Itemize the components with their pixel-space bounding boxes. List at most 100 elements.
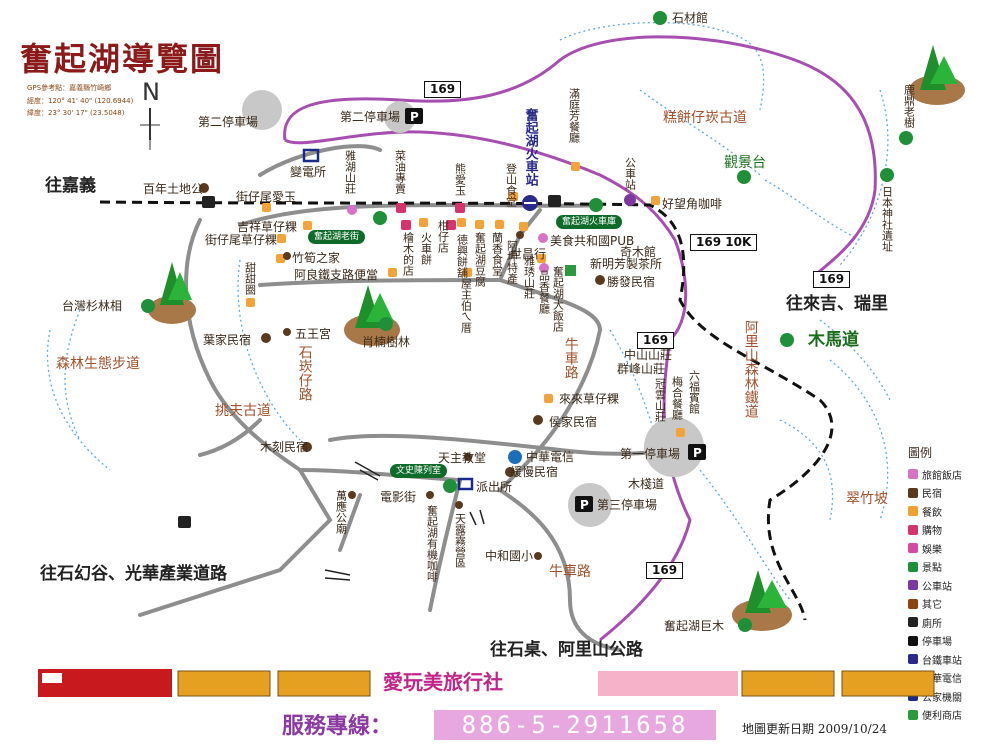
old-street-tag[interactable]: 奮起湖老街 (308, 230, 366, 244)
place-parking2-west[interactable]: 第二停車場 (198, 115, 259, 129)
place-yuanman-minsu[interactable]: 緩慢民宿 (510, 465, 559, 479)
place-parking3[interactable]: 第三停車場 (597, 498, 658, 512)
place-grocery[interactable]: 柑仔店 (436, 220, 450, 253)
place-parking2-east[interactable]: 第二停車場 (340, 110, 401, 124)
place-forest-trail[interactable]: 森林生態步道 (56, 356, 140, 372)
place-shrine-ruins[interactable]: 日本神社遺址 (880, 186, 894, 252)
place-jiewei-caoguo[interactable]: 街仔尾草仔粿 (205, 233, 278, 247)
svg-text:P: P (580, 498, 589, 512)
place-boardwalk[interactable]: 木棧道 (628, 477, 665, 491)
place-bamboo-house[interactable]: 竹筍之家 (292, 251, 341, 265)
place-yaxiu-villa[interactable]: 雅琇山莊 (522, 255, 536, 299)
place-aiyu[interactable]: 街仔尾愛玉 (236, 190, 297, 204)
place-campground[interactable]: 天露霧營區 (453, 513, 467, 568)
place-meishi-pub[interactable]: 美食共和國PUB (550, 234, 635, 248)
place-yejia-minsu[interactable]: 葉家民宿 (203, 333, 252, 347)
legend-label: 中華電信 (922, 674, 962, 686)
place-grand-hotel[interactable]: 奮起湖大飯店 (551, 266, 565, 332)
place-train-cake[interactable]: 火車餅 (419, 232, 433, 265)
place-parking1[interactable]: 第一停車場 (620, 447, 681, 461)
place-jixiang[interactable]: 吉祥草仔粿 (237, 220, 298, 234)
place-meihe-restaurant[interactable]: 梅合餐廳 (670, 376, 684, 420)
legend-label: 公車站 (922, 581, 952, 593)
highway-169-badge: 169 (813, 271, 851, 288)
place-luding-tree[interactable]: 鹿鼎老樹 (902, 84, 916, 128)
place-wuwang-temple[interactable]: 五王宮 (295, 327, 332, 341)
place-viewpoint[interactable]: 觀景台 (724, 155, 766, 171)
place-tofu[interactable]: 奮起湖豆腐 (473, 232, 487, 287)
place-houjia-minsu[interactable]: 侯家民宿 (549, 415, 598, 429)
place-stone-path[interactable]: 石崁仔路 (296, 345, 313, 401)
place-qimuguan[interactable]: 奇木館 (620, 245, 657, 259)
place-cypress-shop[interactable]: 檜木的店 (401, 232, 415, 276)
parking-zone (644, 417, 704, 477)
place-landlord-house[interactable]: 屋主伯ㄟ厝 (459, 278, 473, 333)
place-lanxiang-diner[interactable]: 蘭香食堂 (490, 232, 504, 276)
place-stone-museum[interactable]: 石材館 (672, 11, 709, 25)
place-catholic-church[interactable]: 天主教堂 (438, 451, 487, 465)
place-bus-stop[interactable]: 公車站 (623, 157, 637, 190)
legend-label: 景點 (922, 563, 942, 575)
place-taiwan-cedar[interactable]: 台灣杉林相 (62, 299, 123, 313)
place-wood-carving-minsu[interactable]: 木刻民宿 (260, 440, 309, 454)
legend-label: 旅館飯店 (922, 470, 962, 482)
place-wanying-temple[interactable]: 萬應公廟 (334, 490, 348, 534)
place-xiaonan-forest[interactable]: 肖楠樹林 (362, 335, 411, 349)
north-indicator: N (142, 78, 160, 106)
scenic-icon (141, 11, 913, 632)
legend-swatch-icon (908, 524, 918, 535)
direction-laiji[interactable]: 往來吉、瑞里 (786, 294, 888, 314)
highway-169-10k-badge: 169 10K (690, 234, 758, 251)
place-dexing-bakery[interactable]: 德興餅舖 (455, 234, 469, 278)
place-tudigong[interactable]: 百年土地公 (143, 182, 204, 196)
place-yahu-villa[interactable]: 雅湖山莊 (343, 150, 357, 194)
place-caiyou-shop[interactable]: 菜油專賣 (393, 150, 407, 194)
place-akun-specialty[interactable]: 阿坤特產 (505, 240, 519, 284)
direction-shihuan[interactable]: 往石幻谷、光華產業道路 (40, 564, 227, 584)
place-manting-restaurant[interactable]: 滿庭芳餐廳 (567, 88, 581, 143)
place-substation[interactable]: 變電所 (290, 165, 327, 179)
place-ox-cart-road-south[interactable]: 牛車路 (549, 564, 591, 580)
map-legend: 圖例 旅館飯店民宿餐飲購物娛樂景點公車站其它廁所停車場台鐵車站中華電信公家機關便… (908, 447, 990, 724)
place-wooden-horse-trail[interactable]: 木馬道 (808, 330, 859, 350)
place-porter-trail[interactable]: 挑夫古道 (215, 403, 271, 419)
place-xinming-tea[interactable]: 新明芳製茶所 (590, 257, 663, 271)
place-donut[interactable]: 甜甜圈 (243, 262, 257, 295)
place-laolai[interactable]: 來來草仔粿 (559, 392, 620, 406)
direction-chiayi[interactable]: 往嘉義 (45, 176, 96, 196)
telecom-icon (508, 450, 522, 464)
place-pinxiang-restaurant[interactable]: 品香餐廳 (537, 270, 551, 314)
direction-shizhuo[interactable]: 往石桌、阿里山公路 (490, 640, 643, 660)
legend-item: 台鐵車站 (908, 650, 990, 669)
place-giant-tree[interactable]: 奮起湖巨木 (664, 619, 725, 633)
place-gaobing-trail[interactable]: 糕餅仔崁古道 (663, 110, 747, 126)
place-organic-coffee[interactable]: 奮起湖有機咖啡 (425, 505, 439, 582)
place-haowangjiao[interactable]: 好望角咖啡 (662, 197, 723, 211)
place-railway-station[interactable]: 奮起湖火車站 (522, 108, 538, 186)
place-zhongshan-villa[interactable]: 中山山莊 (624, 348, 673, 362)
place-guanyun-villa[interactable]: 冠雲山莊 (653, 378, 667, 422)
place-liufu-hotel[interactable]: 六福賓館 (687, 370, 701, 414)
place-qunfeng-villa[interactable]: 群峰山莊 (617, 362, 666, 376)
depot-tag[interactable]: 奮起湖火車庫 (556, 215, 623, 229)
place-police[interactable]: 派出所 (476, 480, 513, 494)
place-zhonghe-school[interactable]: 中和國小 (485, 549, 534, 563)
place-shengfa[interactable]: 勝發民宿 (607, 275, 656, 289)
homestay-icon (199, 183, 605, 560)
service-phone[interactable]: 886-5-2911658 (434, 710, 716, 740)
restaurant-icon (246, 162, 685, 437)
place-dengshan-diner[interactable]: 登山食堂 (504, 163, 518, 207)
place-alishan-bento[interactable]: 阿良鐵支路便當 (294, 268, 379, 282)
museum-tag[interactable]: 文史陳列室 (390, 464, 448, 478)
place-telecom[interactable]: 中華電信 (526, 450, 575, 464)
place-xiongaiyu[interactable]: 熊愛玉 (453, 163, 467, 196)
place-shichangxing[interactable]: 世昌行 (510, 247, 547, 261)
legend-item: 其它 (908, 595, 990, 614)
legend-swatch-icon (908, 709, 918, 720)
place-movie-street[interactable]: 電影街 (380, 490, 417, 504)
place-ox-cart-road[interactable]: 牛車路 (562, 337, 579, 379)
svg-text:P: P (693, 446, 702, 460)
place-forest-railway[interactable]: 阿里山森林鐵道 (742, 320, 759, 418)
place-bamboo-slope[interactable]: 翠竹坡 (846, 491, 888, 507)
